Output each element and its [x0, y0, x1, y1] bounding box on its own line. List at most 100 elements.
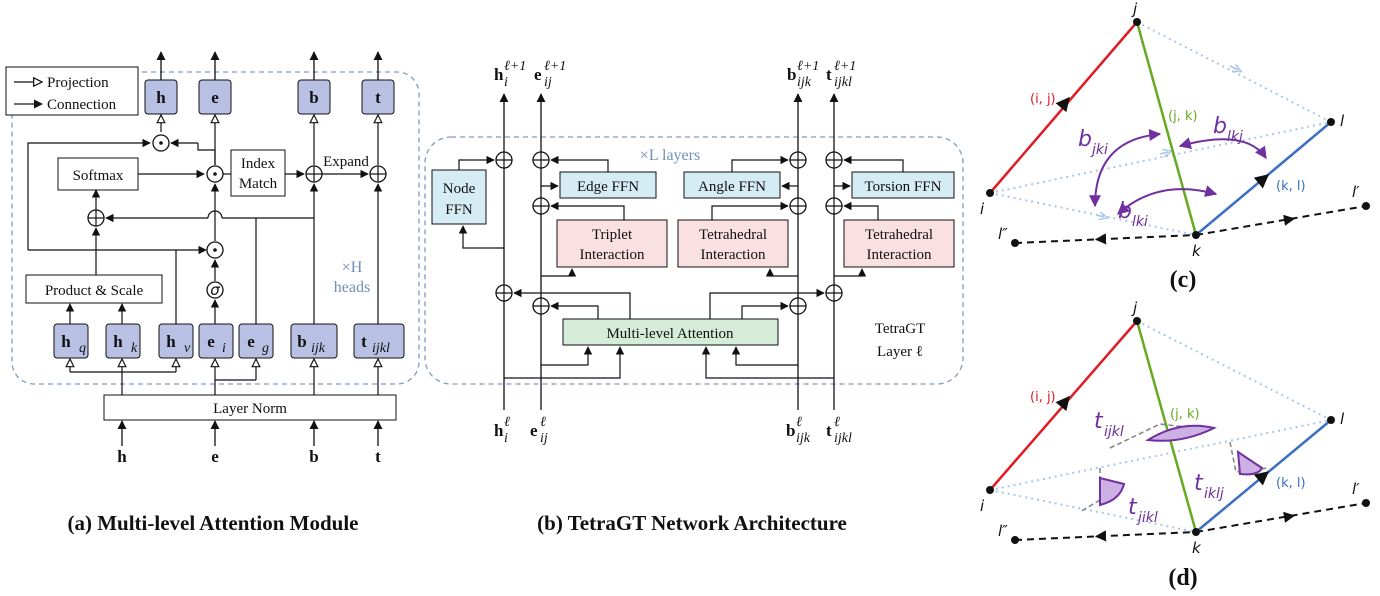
c-b-lki: b [1118, 199, 1132, 224]
softmax-box [57, 157, 139, 191]
index-match-line1: Index [241, 156, 276, 172]
torsion-ffn-box [851, 171, 955, 199]
tetragt-layer-border [424, 136, 964, 385]
d-node-k: k [1192, 539, 1202, 557]
c-edge-ij: (i, j) [1030, 92, 1056, 107]
c-edge-kl: (k, l) [1276, 179, 1306, 194]
layers-label: ×L layers [640, 147, 700, 164]
bot-b: b [786, 421, 795, 440]
in-t: t [375, 447, 381, 466]
bot-h-sub: i [504, 431, 508, 446]
layer-norm-label: Layer Norm [213, 401, 287, 417]
heads-count: ×H [342, 259, 363, 276]
product-scale-label: Product & Scale [45, 283, 144, 299]
d-t-iklj: t [1194, 471, 1204, 496]
d-edge-kl: (k, l) [1276, 476, 1306, 491]
tetragt-line1: TetraGT [875, 321, 926, 337]
top-t-sub: ijkl [834, 75, 852, 90]
top-e-sub: ij [544, 75, 552, 90]
caption-b: (b) TetraGT Network Architecture [537, 511, 847, 535]
proj-eg-sub: g [262, 341, 269, 356]
mla-label: Multi-level Attention [606, 326, 734, 342]
in-e: e [211, 447, 219, 466]
heads-label: heads [334, 279, 370, 296]
panel-a: Projection Connection h e b t [5, 51, 420, 535]
legend: Projection Connection [5, 66, 139, 116]
top-b-sup: ℓ+1 [797, 59, 819, 74]
proj-eg-label: e [247, 332, 255, 351]
bot-e-sup: ℓ [540, 415, 546, 430]
triplet-interaction-box [556, 219, 668, 268]
tetrahedral-interaction-box-2 [843, 219, 955, 268]
tetrahedral-interaction-box-1 [677, 219, 789, 268]
top-e: e [534, 65, 542, 84]
node-ffn-box [431, 169, 487, 225]
tetra1-line2: Interaction [701, 247, 766, 263]
d-node-lp: l′ [1352, 480, 1360, 498]
d-node-l: l [1340, 410, 1345, 428]
c-edge-jk: (j, k) [1168, 109, 1198, 124]
out-t-label: t [375, 88, 381, 107]
layer-norm-box [103, 394, 397, 421]
bot-b-sup: ℓ [796, 415, 802, 430]
top-h-sub: i [504, 75, 508, 90]
edge-ffn-label: Edge FFN [577, 179, 639, 195]
top-h: h [494, 65, 504, 84]
node-ffn-line1: Node [443, 181, 476, 197]
c-node-j: j [1131, 0, 1138, 18]
in-b: b [309, 447, 318, 466]
c-b-lki-sub: lki [1132, 214, 1148, 230]
expand-label: Expand [323, 154, 369, 170]
d-node-lpp: l″ [998, 522, 1008, 540]
d-edge-ij: (i, j) [1030, 390, 1056, 405]
bot-e: e [530, 421, 538, 440]
proj-b-sub: ijk [311, 341, 326, 356]
tetra2-line1: Tetrahedral [865, 227, 933, 243]
d-t-iklj-sub: iklj [1204, 486, 1224, 502]
bot-t-sub: ijkl [834, 431, 852, 446]
c-node-l: l [1340, 112, 1345, 130]
proj-hk-sub: k [131, 341, 138, 356]
top-t-sup: ℓ+1 [834, 59, 856, 74]
c-node-i: i [980, 200, 985, 218]
in-h: h [117, 447, 127, 466]
d-t-ijkl-sub: ijkl [1104, 424, 1124, 440]
product-scale-box [25, 274, 163, 304]
panel-c: j i k l l′ l″ (i, j) (j, k) (k, l) b jki… [980, 0, 1370, 293]
projection-boxes: h q h k h v e i e g b ijk t ijkl [53, 323, 405, 359]
top-b-sub: ijk [797, 75, 812, 90]
tetra2-line2: Interaction [867, 247, 932, 263]
index-match-box [230, 149, 286, 197]
proj-ei-label: e [207, 332, 215, 351]
proj-hq-label: h [61, 332, 71, 351]
bot-t-sup: ℓ [834, 415, 840, 430]
bot-t: t [826, 421, 832, 440]
out-b-label: b [309, 88, 318, 107]
c-b-lkj-sub: lkj [1227, 129, 1243, 145]
out-e-label: e [211, 88, 219, 107]
top-h-sup: ℓ+1 [504, 59, 526, 74]
multi-level-attention-box [562, 318, 779, 346]
caption-a: (a) Multi-level Attention Module [67, 511, 358, 535]
top-t: t [826, 65, 832, 84]
d-t-jikl-sub: jikl [1136, 510, 1158, 526]
bot-e-sub: ij [540, 431, 548, 446]
c-b-lkj: b [1213, 114, 1227, 139]
bot-b-sub: ijk [796, 431, 811, 446]
proj-hv-sub: v [184, 341, 191, 356]
tetra1-line1: Tetrahedral [699, 227, 767, 243]
d-node-i: i [980, 497, 985, 515]
angle-ffn-box [683, 171, 781, 199]
node-ffn-line2: FFN [445, 202, 473, 218]
legend-projection: Projection [47, 75, 109, 91]
caption-d: (d) [1168, 565, 1197, 591]
index-match-line2: Match [239, 176, 278, 192]
proj-hk-label: h [113, 332, 123, 351]
c-node-lpp: l″ [998, 225, 1008, 243]
proj-hv-label: h [166, 332, 176, 351]
softmax-label: Softmax [73, 168, 124, 184]
triplet-line2: Interaction [580, 247, 645, 263]
sigmoid-op [206, 281, 224, 299]
out-h-label: h [156, 88, 166, 107]
legend-connection: Connection [47, 97, 117, 113]
